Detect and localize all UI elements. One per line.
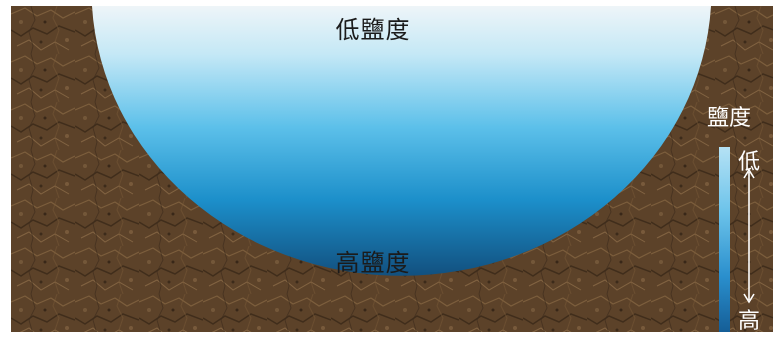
legend-gradient-bar [719,147,730,332]
lake-water [92,6,711,276]
high-salinity-label: 高鹽度 [335,249,411,277]
legend-title: 鹽度 [707,106,752,131]
diagram-frame: 低鹽度 高鹽度 鹽度 低 高 [11,6,773,332]
soil-and-lake-illustration [11,6,773,332]
low-salinity-label: 低鹽度 [335,16,411,44]
legend-low-label: 低 [738,150,761,175]
legend-high-label: 高 [738,309,761,332]
double-arrow-icon [743,168,755,304]
